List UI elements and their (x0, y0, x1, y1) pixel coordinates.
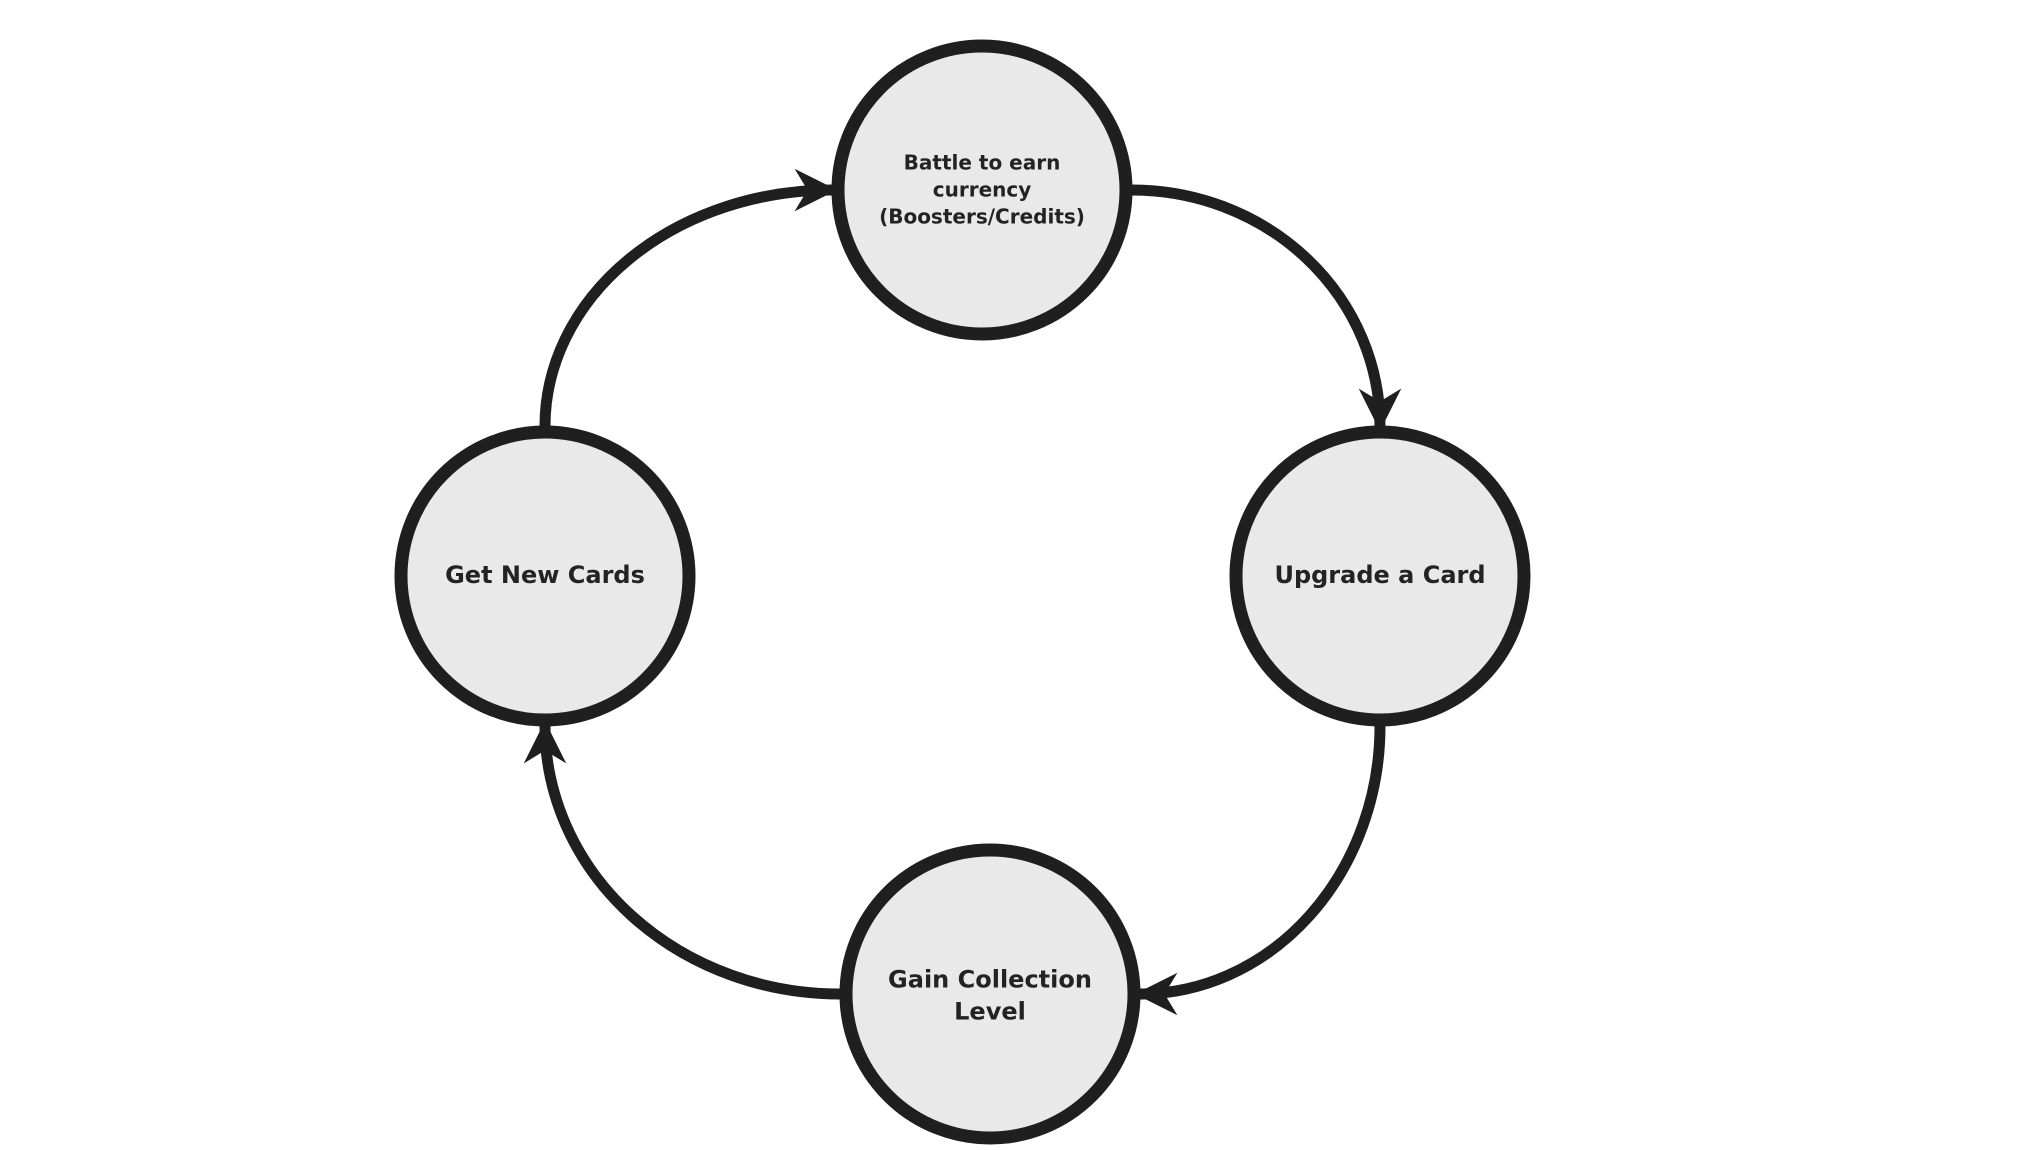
edge-new-cards-to-battle (539, 168, 838, 427)
edge-gain-level-to-new-cards (523, 720, 841, 1000)
node-circle-gain-level (839, 843, 1141, 1145)
edge-battle-to-upgrade (1131, 184, 1402, 432)
node-circle-new-cards (394, 425, 696, 727)
node-circle-battle (831, 39, 1133, 341)
edge-upgrade-to-gain-level (1134, 725, 1386, 1016)
node-circle-upgrade (1229, 425, 1531, 727)
